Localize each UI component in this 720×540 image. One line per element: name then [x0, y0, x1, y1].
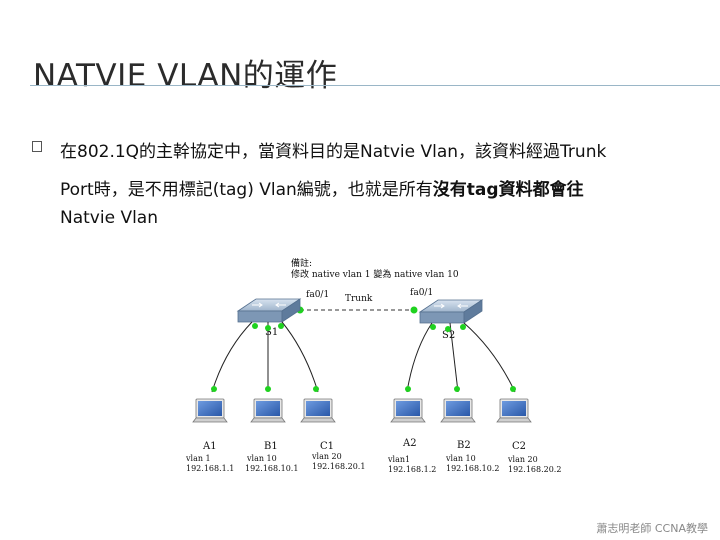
pc-a2-icon: [390, 398, 426, 423]
host-b2-name: B2: [457, 440, 471, 451]
host-b2-vlan: vlan 10: [445, 454, 476, 463]
title-divider: [30, 85, 720, 86]
host-port-dots: [211, 386, 516, 392]
switch-s1-label: S1: [265, 327, 278, 338]
host-a2-vlan: vlan1: [387, 455, 410, 464]
trunk-label: Trunk: [345, 294, 373, 304]
bullet-square-icon: [32, 141, 42, 152]
port-dot-right: [410, 306, 418, 314]
host-c2-name: C2: [512, 441, 526, 452]
host-c1-vlan: vlan 20: [311, 452, 342, 461]
pc-a1-icon: [192, 398, 228, 423]
switch-s2-label: S2: [442, 330, 455, 341]
switch-s2-icon: [418, 299, 484, 324]
host-c2-ip: 192.168.20.2: [508, 465, 561, 474]
host-a2-ip: 192.168.1.2: [388, 465, 436, 474]
paragraph-line-2-text: Port時，是不用標記(tag) Vlan編號，也就是所有: [60, 180, 433, 200]
pc-b1-icon: [250, 398, 286, 423]
host-links: [211, 321, 516, 393]
host-c1-ip: 192.168.20.1: [312, 462, 365, 471]
pc-c1-icon: [300, 398, 336, 423]
pc-c2-icon: [496, 398, 532, 423]
port-label-left: fa0/1: [306, 290, 329, 300]
paragraph-line-3: Natvie Vlan: [60, 208, 158, 228]
host-a1-vlan: vlan 1: [185, 454, 211, 463]
footer-credit: 蕭志明老師 CCNA教學: [596, 522, 708, 535]
paragraph-line-2: Port時，是不用標記(tag) Vlan編號，也就是所有沒有tag資料都會往: [60, 175, 584, 200]
paragraph-line-2-bold: 沒有tag資料都會往: [432, 180, 584, 200]
page-title: NATVIE VLAN的運作: [33, 58, 338, 94]
host-c2-vlan: vlan 20: [507, 455, 538, 464]
host-b1-vlan: vlan 10: [246, 454, 277, 463]
pc-b2-icon: [440, 398, 476, 423]
switch-port-dots: [252, 323, 466, 332]
paragraph-line-1: 在802.1Q的主幹協定中，當資料目的是Natvie Vlan，該資料經過Tru…: [60, 142, 607, 162]
diagram-note-line-2: 修改 native vlan 1 變為 native vlan 10: [291, 268, 459, 280]
host-a1-name: A1: [202, 441, 217, 452]
host-b1-ip: 192.168.10.1: [245, 464, 298, 473]
host-a2-name: A2: [402, 438, 417, 449]
host-b2-ip: 192.168.10.2: [446, 464, 499, 473]
host-c1-name: C1: [320, 441, 334, 452]
host-b1-name: B1: [264, 441, 278, 452]
switch-s1-icon: [236, 298, 302, 323]
diagram-note-line-1: 備註:: [291, 257, 312, 269]
port-label-right: fa0/1: [410, 288, 433, 298]
host-a1-ip: 192.168.1.1: [186, 464, 234, 473]
